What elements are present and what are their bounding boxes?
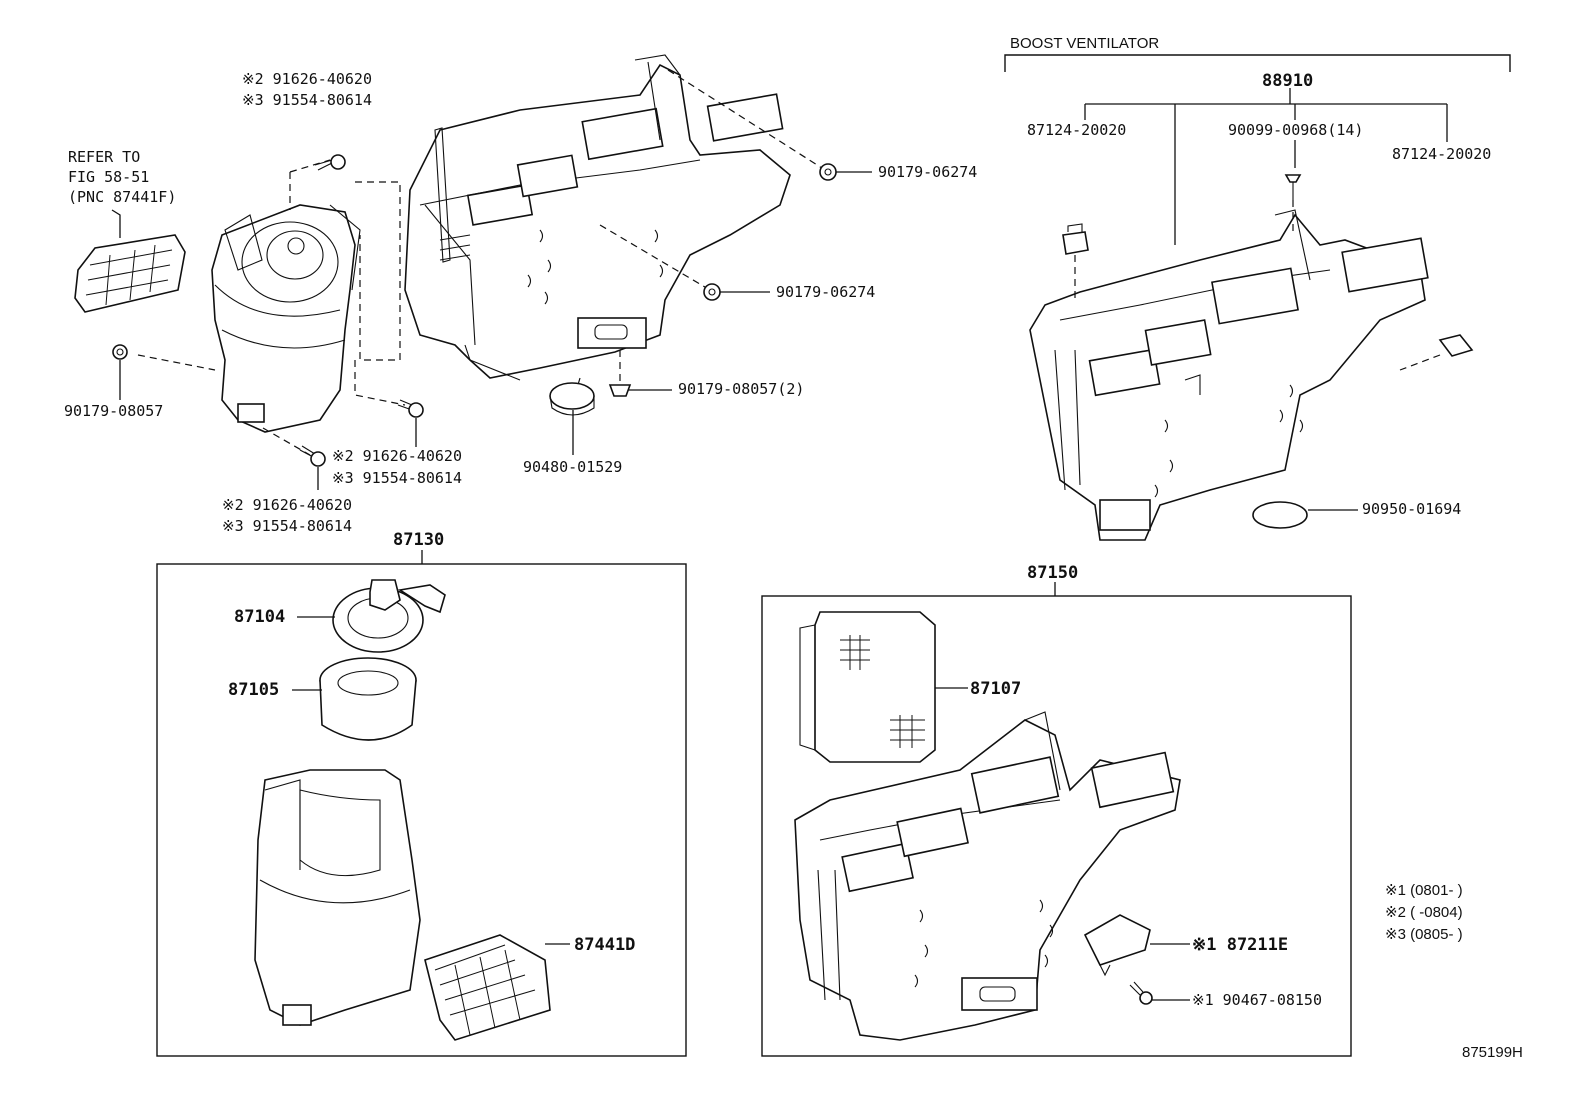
boost-clips-and-cap <box>1062 174 1474 529</box>
part-87211e-drawing <box>1083 914 1190 1005</box>
boost-ventilator-title: BOOST VENTILATOR <box>1010 35 1159 52</box>
label-part-87104: 87104 <box>234 607 285 627</box>
motor-87104-drawing <box>297 579 446 653</box>
label-screw-low-variant-3: ※3 91554-80614 <box>222 517 352 535</box>
leaders-top-left <box>119 171 872 490</box>
label-bv-cap: 90950-01694 <box>1362 500 1461 518</box>
label-part-87107: 87107 <box>970 679 1021 699</box>
label-nut-upper: 90179-06274 <box>878 163 977 181</box>
evaporator-87107-drawing <box>799 611 968 763</box>
blower-unit-drawing <box>211 204 361 433</box>
text-labels: BOOST VENTILATOR 88910 REFER TO FIG 58-5… <box>64 35 1523 1061</box>
filter-87441d-drawing <box>424 934 570 1041</box>
blower-case-87130-drawing <box>254 769 421 1026</box>
ac-case-drawing <box>404 54 791 381</box>
label-screw-low-variant-2: ※2 91626-40620 <box>222 496 352 514</box>
fan-87105-drawing <box>292 657 417 741</box>
legend-line-1: ※1 (0801- ) <box>1385 882 1463 899</box>
label-sub-assembly-87150: 87150 <box>1027 563 1078 583</box>
fitting-dashlines <box>137 69 826 456</box>
label-nut-bottom: 90179-08057(2) <box>678 380 804 398</box>
label-grommet: 90480-01529 <box>523 458 622 476</box>
label-screw-top-variant-2: ※2 91626-40620 <box>242 70 372 88</box>
sub-assembly-87130-frame <box>156 563 687 1057</box>
label-sub-assembly-87130: 87130 <box>393 530 444 550</box>
label-bv-screw: 90099-00968(14) <box>1228 121 1363 139</box>
label-part-90467: ※1 90467-08150 <box>1192 991 1322 1009</box>
label-nut-left: 90179-08057 <box>64 402 163 420</box>
label-screw-top-variant-3: ※3 91554-80614 <box>242 91 372 109</box>
fasteners-top <box>112 154 837 467</box>
diagram-id: 875199H <box>1462 1044 1523 1061</box>
sub-assembly-87150-frame <box>761 595 1352 1057</box>
refer-line-2: FIG 58-51 <box>68 168 149 186</box>
legend-line-2: ※2 ( -0804) <box>1385 904 1463 921</box>
assembly-88910-label: 88910 <box>1262 71 1313 91</box>
label-bv-clip-left: 87124-20020 <box>1027 121 1126 139</box>
label-bv-clip-right: 87124-20020 <box>1392 145 1491 163</box>
label-part-87441d: 87441D <box>574 935 635 955</box>
label-nut-middle: 90179-06274 <box>776 283 875 301</box>
label-part-87105: 87105 <box>228 680 279 700</box>
label-part-87211e: ※1 87211E <box>1192 935 1288 955</box>
label-screw-mid-variant-3: ※3 91554-80614 <box>332 469 462 487</box>
filter-87441f-drawing <box>74 209 186 313</box>
legend-line-3: ※3 (0805- ) <box>1385 926 1463 943</box>
ac-case-87150-drawing <box>794 711 1181 1041</box>
refer-line-1: REFER TO <box>68 148 140 166</box>
refer-line-3: (PNC 87441F) <box>68 188 176 206</box>
boost-ventilator-drawing <box>1029 209 1429 541</box>
boost-ventilator-bracket <box>1004 54 1511 245</box>
label-screw-mid-variant-2: ※2 91626-40620 <box>332 447 462 465</box>
